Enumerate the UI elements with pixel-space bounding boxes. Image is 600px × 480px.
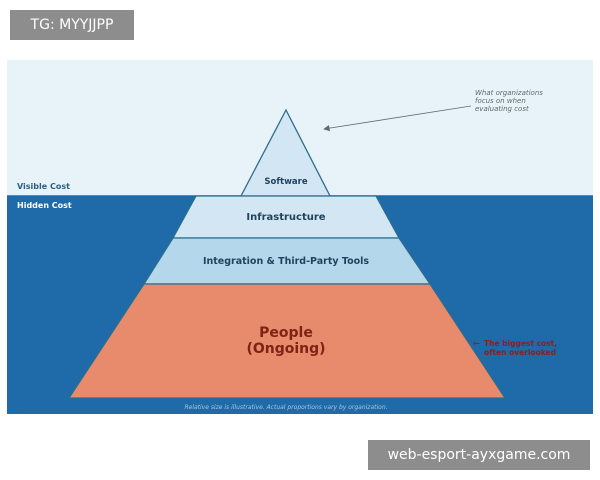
hidden-cost-label: Hidden Cost <box>17 201 72 210</box>
integration-label: Integration & Third-Party Tools <box>203 256 369 267</box>
bottom-annotation-line-1: The biggest cost, <box>484 339 557 348</box>
watermark-badge-top: TG: MYYJJPP <box>10 10 134 40</box>
people-tier <box>67 283 507 399</box>
bottom-annotation-arrow: ← <box>473 339 480 348</box>
top-annotation-line-1: What organizations <box>475 89 543 97</box>
top-annotation-line-2: focus on when <box>475 97 526 105</box>
visible-cost-label: Visible Cost <box>17 182 70 191</box>
bottom-annotation-line-2: often overlooked <box>484 348 556 357</box>
top-annotation-arrow <box>323 105 472 132</box>
infrastructure-label: Infrastructure <box>246 212 325 223</box>
top-annotation-line-3: evaluating cost <box>475 105 529 113</box>
diagram-canvas: Visible Cost Hidden Cost Software Infras… <box>7 60 593 414</box>
watermark-badge-site: web-esport-ayxgame.com <box>368 440 590 470</box>
footnote: Relative size is illustrative. Actual pr… <box>184 404 387 411</box>
people-label-line-1: People <box>259 325 313 341</box>
cost-iceberg-diagram: Visible Cost Hidden Cost Software Infras… <box>7 60 593 414</box>
software-label: Software <box>264 177 308 187</box>
people-label-line-2: (Ongoing) <box>246 341 325 357</box>
